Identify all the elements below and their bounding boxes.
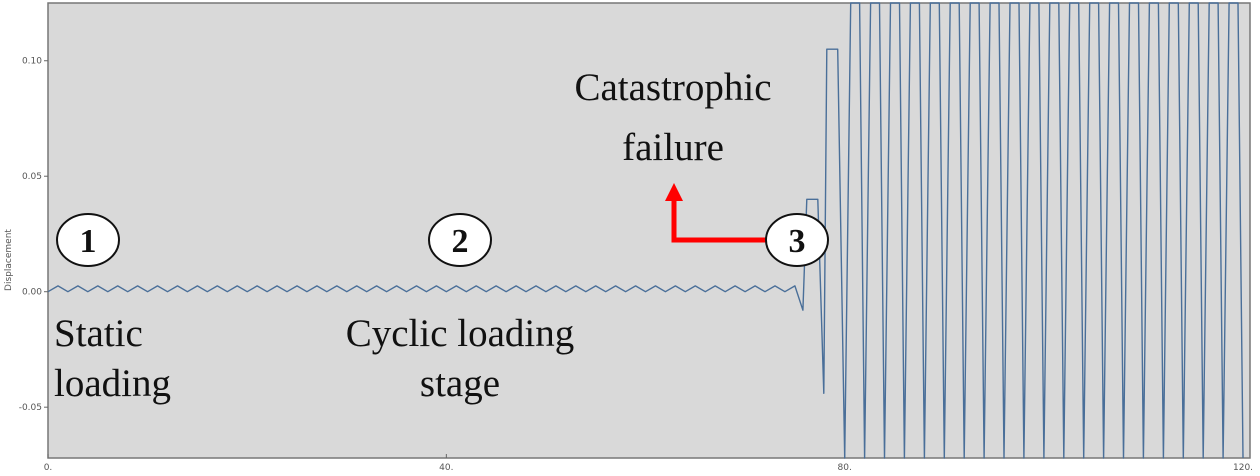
svg-text:2: 2 (452, 223, 469, 260)
marker-1: 1 (56, 213, 120, 267)
displacement-series-line (47, 2, 1244, 459)
marker-3: 3 (765, 213, 829, 267)
static-loading-label: Static (54, 312, 143, 355)
y-axis-label: Displacement (4, 229, 14, 291)
svg-text:1: 1 (80, 223, 97, 260)
x-tick-label: 0. (44, 463, 53, 473)
marker-2: 2 (428, 213, 492, 267)
y-tick-label: -0.05 (19, 403, 42, 413)
x-tick-label: 120. (1233, 463, 1253, 473)
svg-text:3: 3 (789, 223, 806, 260)
x-tick-label: 80. (838, 463, 852, 473)
static-loading-label-2: loading (54, 362, 171, 405)
cyclic-loading-label-2: stage (420, 362, 500, 405)
plot-area (47, 2, 1251, 459)
y-tick-label: 0.10 (22, 57, 42, 67)
x-tick-label: 40. (439, 463, 453, 473)
catastrophic-failure-label-2: failure (622, 126, 724, 169)
catastrophic-failure-label: Catastrophic (574, 66, 771, 109)
cyclic-loading-label: Cyclic loading (346, 312, 575, 355)
failure-arrow (665, 183, 770, 243)
y-tick-label: 0.00 (22, 288, 42, 298)
y-tick-label: 0.05 (22, 172, 42, 182)
